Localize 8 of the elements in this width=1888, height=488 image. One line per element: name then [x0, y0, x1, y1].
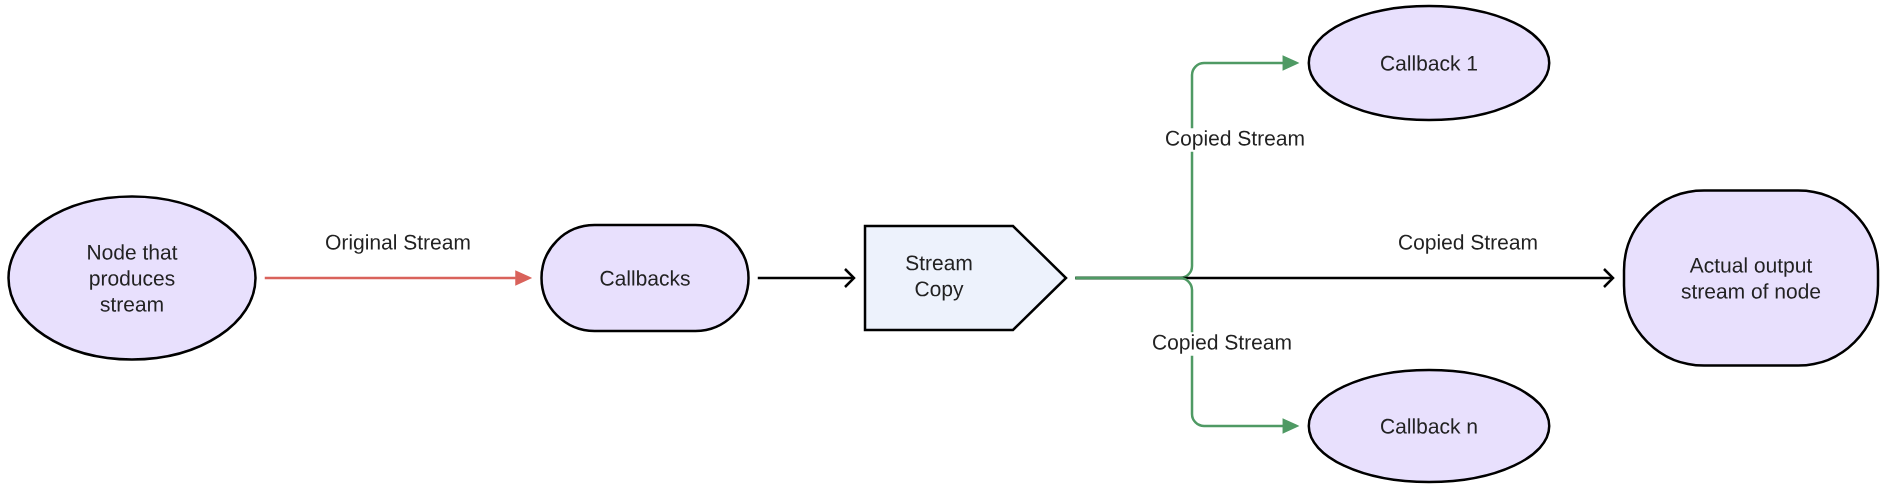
edge-label: Original Stream	[323, 232, 473, 256]
pentagon-box: Stream Copy	[863, 224, 1068, 332]
edge-label: Copied Stream	[1396, 232, 1541, 256]
process-box: Callbacks	[540, 223, 750, 333]
edge-label: Copied Stream	[1150, 332, 1295, 356]
output-box: Actual output stream of node	[1622, 189, 1880, 367]
edge-label: Copied Stream	[1163, 128, 1308, 152]
arrow	[757, 268, 856, 288]
